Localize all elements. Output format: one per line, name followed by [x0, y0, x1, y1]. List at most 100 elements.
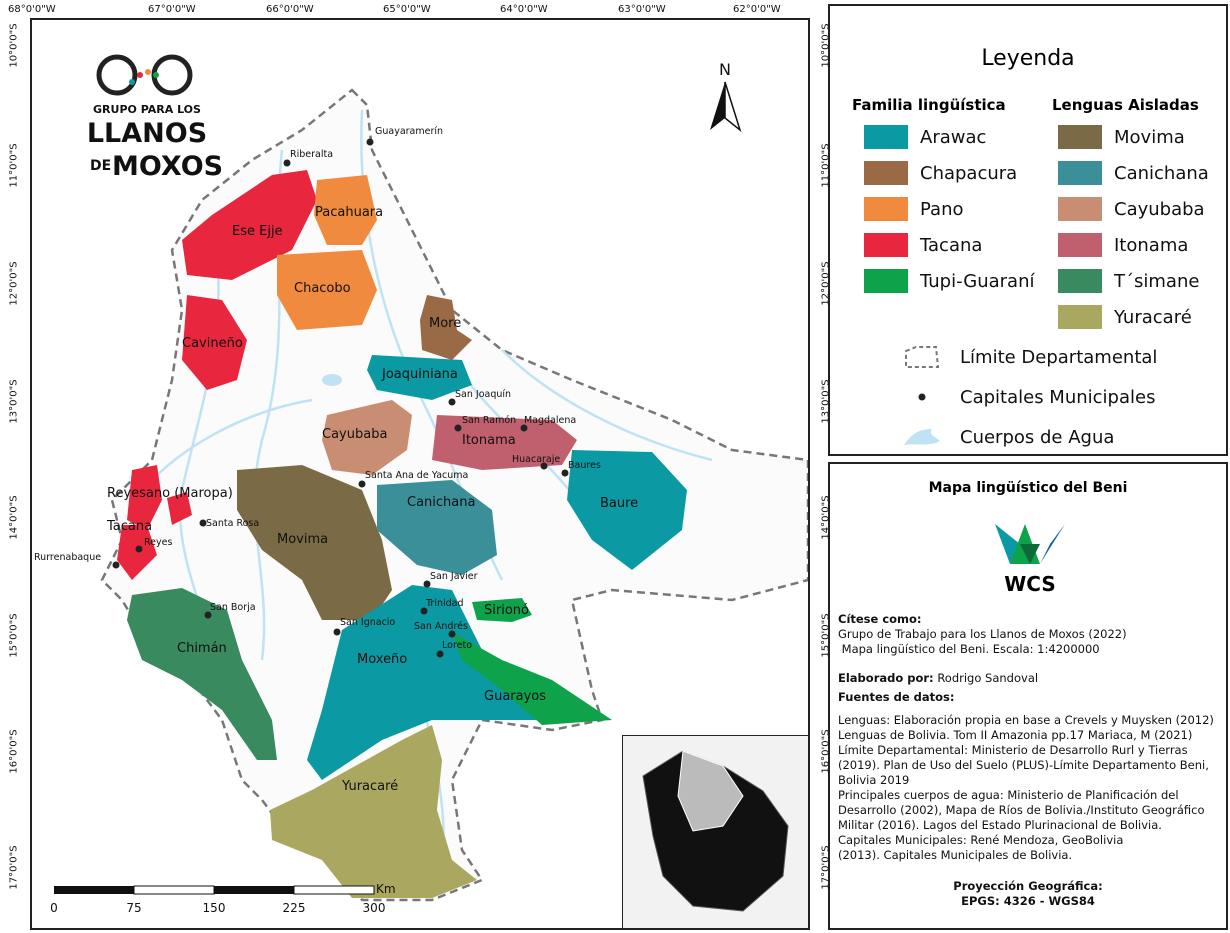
lon-label: 64°0'0"W	[500, 4, 548, 15]
region-yuracare[interactable]	[270, 725, 477, 898]
source-line: (2013). Capitales Municipales de Bolivia…	[838, 848, 1073, 862]
town-dot	[199, 519, 207, 527]
source-line: Desarrollo (2002), Mapa de Ríos de Boliv…	[838, 803, 1205, 817]
town-label: Guayaramerín	[375, 126, 443, 137]
region-tacana[interactable]	[117, 525, 157, 580]
region-itonama[interactable]	[432, 415, 577, 470]
map-frame[interactable]: Ese Ejje Pacahuara Chacobo Cavineño More…	[30, 18, 810, 930]
town-label: San Borja	[210, 602, 256, 613]
region-label: Chimán	[177, 641, 227, 656]
info-panel: Mapa lingüístico del Beni WCS Cítese com…	[828, 462, 1228, 930]
north-arrow-icon	[710, 82, 725, 130]
town-dot	[420, 607, 428, 615]
legend-item-itonama[interactable]: Itonama	[1058, 232, 1188, 258]
legend-item-agua[interactable]: Cuerpos de Agua	[902, 424, 1114, 450]
region-moxeno[interactable]	[307, 585, 542, 780]
legend-item-cayubaba[interactable]: Cayubaba	[1058, 196, 1205, 222]
legend-item-tupi-guarani[interactable]: Tupi-Guaraní	[864, 268, 1034, 294]
town-dot	[358, 480, 366, 488]
region-reyesano[interactable]	[127, 465, 162, 530]
region-baure[interactable]	[567, 450, 687, 570]
region-label: Ese Ejje	[232, 224, 283, 239]
lon-label: 63°0'0"W	[618, 4, 666, 15]
town-dot	[333, 628, 341, 636]
town-dot	[423, 580, 431, 588]
north-arrow: N	[710, 60, 742, 133]
region-label: Movima	[277, 532, 328, 547]
map-canvas[interactable]: Ese Ejje Pacahuara Chacobo Cavineño More…	[32, 20, 810, 930]
region-joaquiniana[interactable]	[367, 355, 472, 400]
legend-item-yuracare[interactable]: Yuracaré	[1058, 304, 1192, 330]
town-dot	[112, 561, 120, 569]
region-chacobo[interactable]	[277, 250, 377, 330]
region-label: Itonama	[462, 433, 516, 448]
region-siriono[interactable]	[472, 598, 532, 622]
legend-item-chapacura[interactable]: Chapacura	[864, 160, 1017, 186]
town-label: San Andrés	[414, 621, 468, 632]
legend-item-tsimane[interactable]: T´simane	[1058, 268, 1199, 294]
legend-item-limite[interactable]: Límite Departamental	[902, 344, 1157, 370]
legend-item-tacana[interactable]: Tacana	[864, 232, 982, 258]
author-heading: Elaborado por:	[838, 671, 934, 685]
cite-heading: Cítese como:	[838, 612, 922, 626]
logo-line3: MOXOS	[112, 151, 223, 182]
lat-label: 16°0'0"S	[8, 729, 20, 774]
legend-item-canichana[interactable]: Canichana	[1058, 160, 1209, 186]
region-label: More	[429, 316, 461, 331]
projection-line1: Proyección Geográfica:	[953, 879, 1103, 893]
legend-title: Leyenda	[981, 46, 1075, 71]
region-reyesano-b[interactable]	[167, 492, 192, 525]
town-dot	[135, 545, 143, 553]
region-label: Chacobo	[294, 281, 351, 296]
lon-label: 65°0'0"W	[383, 4, 431, 15]
projection-line2: EPGS: 4326 - WGS84	[961, 894, 1095, 908]
lat-label: 11°0'0"S	[8, 143, 20, 188]
region-canichana[interactable]	[377, 480, 497, 575]
lat-label: 12°0'0"S	[8, 261, 20, 306]
town-dot	[540, 462, 548, 470]
scale-tick: 150	[203, 901, 226, 915]
region-more[interactable]	[420, 295, 472, 360]
sources-heading: Fuentes de datos:	[838, 690, 955, 704]
town-dot	[436, 650, 444, 658]
source-line: Lenguas de Bolivia. Tom II Amazonia pp.1…	[838, 728, 1193, 742]
region-label: Tacana	[106, 519, 152, 534]
lat-label: 13°0'0"S	[8, 379, 20, 424]
town-dot	[448, 398, 456, 406]
region-cayubaba[interactable]	[322, 400, 412, 475]
region-pacahuara[interactable]	[314, 175, 377, 245]
town-label: Rurrenabaque	[34, 552, 101, 563]
scale-tick: 225	[283, 901, 306, 915]
region-guarayos[interactable]	[452, 632, 612, 725]
town-dot	[204, 611, 212, 619]
map-title: Mapa lingüístico del Beni	[928, 480, 1128, 496]
region-cavineno[interactable]	[182, 295, 247, 390]
lat-label: 10°0'0"S	[8, 23, 20, 68]
town-label: Huacaraje	[512, 454, 560, 465]
town-label: San Javier	[430, 571, 478, 582]
dashed-boundary-icon	[905, 346, 940, 368]
town-dot	[366, 138, 374, 146]
legend-item-movima[interactable]: Movima	[1058, 124, 1185, 150]
legend-item-pano[interactable]: Pano	[864, 196, 964, 222]
llanos-de-moxos-logo: GRUPO PARA LOS LLANOS DE MOXOS	[87, 54, 223, 182]
scale-tick: 75	[126, 901, 141, 915]
source-line: Militar (2016). Lagos del Estado Plurina…	[838, 818, 1162, 832]
legend-item-arawac[interactable]: Arawac	[864, 124, 986, 150]
region-label: Yuracaré	[341, 779, 398, 794]
source-line: Límite Departamental: Ministerio de Desa…	[838, 743, 1188, 757]
town-label: San Joaquín	[455, 389, 511, 400]
lon-label: 67°0'0"W	[148, 4, 196, 15]
region-chiman[interactable]	[127, 588, 277, 760]
wcs-logo-text: WCS	[1004, 572, 1056, 596]
legend-item-capitales[interactable]: Capitales Municipales	[902, 384, 1155, 410]
source-line: Principales cuerpos de agua: Ministerio …	[838, 788, 1179, 802]
region-ese-ejje[interactable]	[182, 170, 317, 280]
town-label: San Ramón	[462, 415, 516, 426]
region-label: Cayubaba	[322, 427, 387, 442]
region-label: Joaquiniana	[381, 367, 458, 382]
region-movima[interactable]	[237, 465, 392, 620]
region-label: Cavineño	[182, 336, 243, 351]
source-line: (2019). Plan de Uso del Suelo (PLUS)-Lím…	[838, 758, 1209, 772]
town-label: Baures	[568, 460, 601, 471]
